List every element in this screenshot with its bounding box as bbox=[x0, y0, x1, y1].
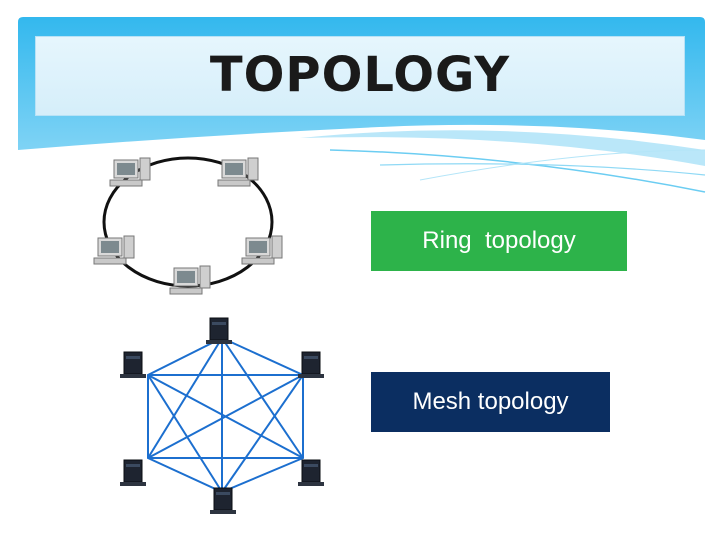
title-box: TOPOLOGY bbox=[35, 36, 685, 116]
ring-topology-diagram bbox=[93, 156, 283, 295]
slide-title: TOPOLOGY bbox=[209, 47, 511, 103]
mesh-node-lower-left bbox=[120, 459, 146, 486]
mesh-links bbox=[147, 336, 304, 494]
mesh-topology-diagram bbox=[120, 317, 324, 514]
ring-node-1 bbox=[109, 157, 151, 187]
mesh-node-top bbox=[206, 317, 232, 344]
ring-node-5 bbox=[169, 265, 211, 295]
mesh-topology-label: Mesh topology bbox=[371, 372, 610, 432]
ring-node-4 bbox=[241, 235, 283, 265]
ring-topology-label: Ring topology bbox=[371, 211, 627, 271]
mesh-node-bottom bbox=[210, 487, 236, 514]
mesh-node-lower-right bbox=[298, 459, 324, 486]
mesh-node-upper-right bbox=[298, 351, 324, 378]
mesh-node-upper-left bbox=[120, 351, 146, 378]
ring-node-2 bbox=[217, 157, 259, 187]
ring-node-3 bbox=[93, 235, 135, 265]
